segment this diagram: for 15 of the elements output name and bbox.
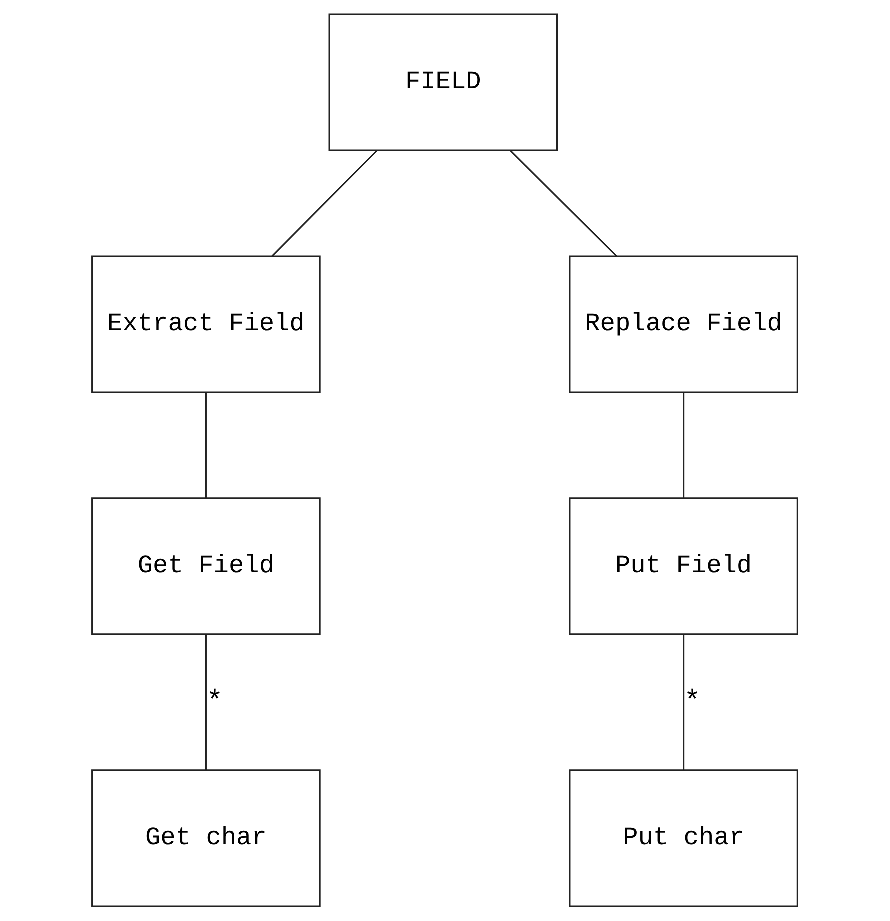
- node-box: FIELD: [328, 14, 558, 152]
- connector: [510, 150, 618, 257]
- edge-label: *: [684, 685, 702, 718]
- edge-label: *: [206, 685, 224, 718]
- node-box: Put Field: [569, 498, 798, 636]
- node-box: Get Field: [92, 498, 321, 636]
- node-box: Get char: [92, 770, 321, 908]
- connector: [205, 634, 207, 770]
- node-box: Extract Field: [92, 256, 321, 394]
- connector: [205, 392, 207, 498]
- connector: [683, 392, 685, 498]
- node-box: Replace Field: [569, 256, 798, 394]
- connector: [683, 634, 685, 770]
- node-box: Put char: [569, 770, 798, 908]
- connector: [272, 150, 378, 257]
